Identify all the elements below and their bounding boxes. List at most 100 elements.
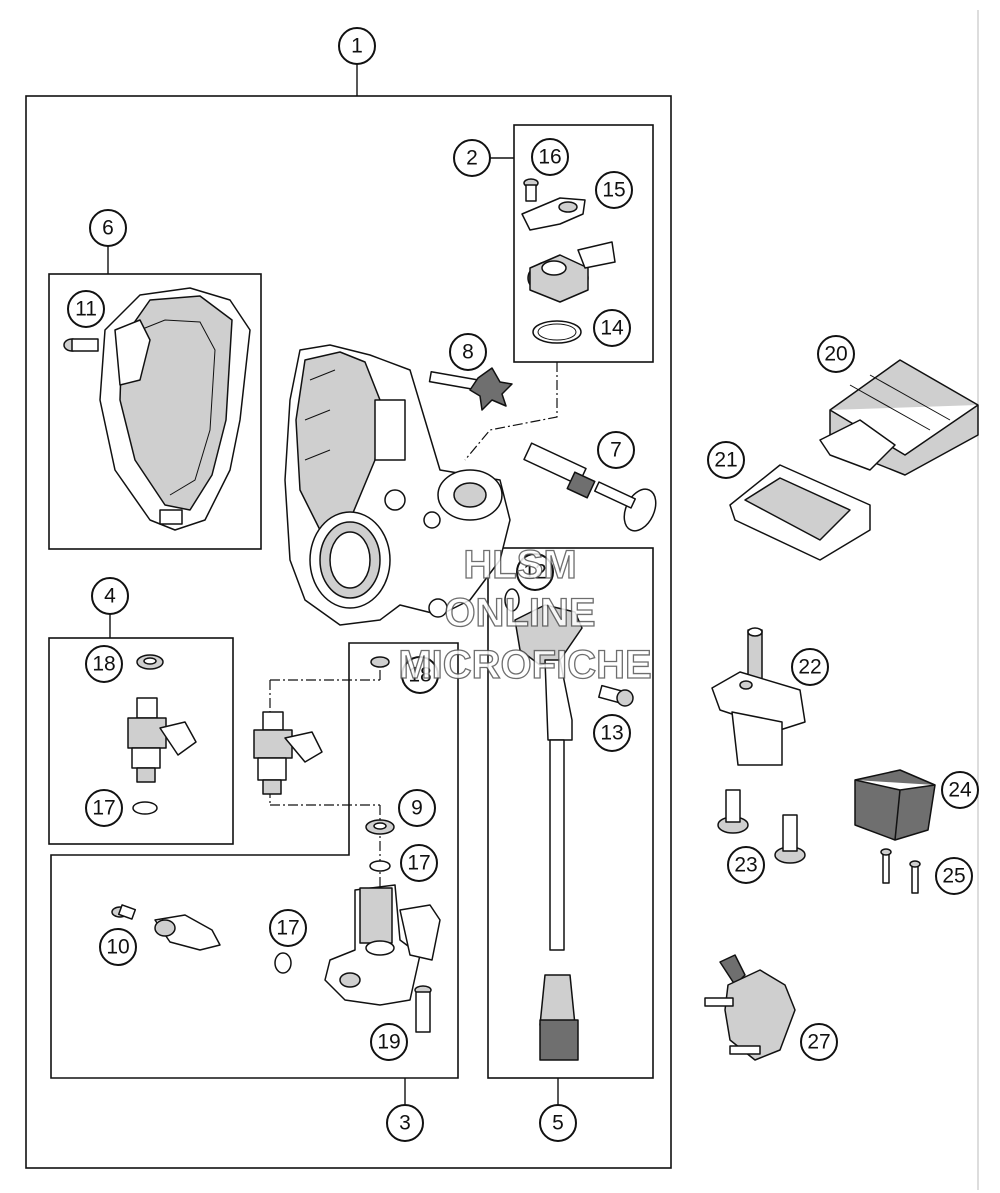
callout-25: 25 (935, 857, 973, 895)
spacer-9-part (365, 819, 395, 835)
screws-23-part (717, 789, 806, 864)
callout-8: 8 (449, 333, 487, 371)
assembly-box-5 (487, 547, 654, 1079)
bypass-valve-7-part (523, 442, 657, 532)
screw-10-part (111, 904, 137, 920)
svg-text:13: 13 (600, 722, 623, 745)
dash-sensor-axis (464, 362, 558, 461)
injector-main-part (253, 711, 323, 795)
o-ring-17-c-part (274, 952, 292, 974)
relay-24-part (854, 769, 936, 841)
svg-text:27: 27 (807, 1031, 830, 1054)
callout-19: 19 (370, 1023, 408, 1061)
svg-text:17: 17 (92, 797, 115, 820)
svg-text:2: 2 (466, 147, 478, 170)
seal-18-part (136, 654, 164, 670)
svg-text:25: 25 (942, 865, 965, 888)
callout-11: 11 (67, 290, 105, 328)
o-ring-17-b-part (369, 860, 391, 872)
svg-text:22: 22 (798, 656, 821, 679)
svg-text:HLSM: HLSM (463, 543, 576, 587)
callout-4: 4 (91, 577, 129, 615)
assembly-box-4 (48, 637, 234, 845)
callout-14: 14 (593, 309, 631, 347)
callout-18-a: 18 (85, 645, 123, 683)
assembly-box-3 (50, 642, 459, 1079)
injector-4-part (127, 697, 197, 783)
callout-24: 24 (941, 771, 979, 809)
assembly-box-6 (48, 273, 262, 550)
callout-22: 22 (791, 648, 829, 686)
callout-1: 1 (338, 27, 376, 65)
svg-text:21: 21 (714, 449, 737, 472)
callout-5: 5 (539, 1104, 577, 1142)
watermark: HLSM ONLINE MICROFICHE (398, 542, 653, 687)
callout-20: 20 (817, 335, 855, 373)
svg-text:12: 12 (523, 561, 546, 584)
svg-text:MICROFICHE: MICROFICHE (398, 643, 651, 687)
svg-text:7: 7 (610, 439, 622, 462)
svg-text:3: 3 (399, 1112, 411, 1135)
svg-text:17: 17 (276, 917, 299, 940)
map-sensor-12-part (504, 588, 583, 741)
svg-text:4: 4 (104, 585, 116, 608)
callout-6: 6 (89, 209, 127, 247)
callout-15: 15 (595, 171, 633, 209)
fuel-connector-10-part (154, 914, 221, 951)
svg-text:18: 18 (408, 664, 431, 687)
svg-text:17: 17 (407, 852, 430, 875)
callout-12: 12 (516, 553, 554, 591)
callout-13: 13 (593, 714, 631, 752)
sensor-cable-part (539, 739, 579, 1061)
callout-17-b: 17 (400, 844, 438, 882)
screw-16-part (523, 178, 539, 202)
ecu-20-part (819, 359, 979, 476)
svg-text:24: 24 (948, 779, 972, 802)
assembly-box-2 (513, 124, 654, 363)
callout-21: 21 (707, 441, 745, 479)
screw-13-part (598, 684, 634, 707)
injector-holder-part (324, 884, 441, 1006)
svg-text:16: 16 (538, 146, 561, 169)
callout-17-c: 17 (269, 909, 307, 947)
clamp-15-part (521, 197, 586, 231)
svg-text:15: 15 (602, 179, 625, 202)
svg-text:23: 23 (734, 854, 757, 877)
svg-text:5: 5 (552, 1112, 564, 1135)
screws-25-part (880, 848, 921, 894)
sensor-22-part (711, 627, 806, 766)
seal-18-upper-part (370, 656, 390, 668)
throttle-position-sensor-14-part (527, 241, 616, 303)
callout-16: 16 (531, 138, 569, 176)
callout-10: 10 (99, 928, 137, 966)
svg-text:9: 9 (411, 797, 423, 820)
callout-23: 23 (727, 846, 765, 884)
callout-17-a: 17 (85, 789, 123, 827)
throttle-cover-part (99, 287, 251, 531)
screw-11-part (63, 338, 99, 352)
o-ring-14-part (532, 320, 582, 344)
ecu-holder-21-part (729, 464, 871, 561)
o-ring-17-part (132, 801, 158, 815)
callout-27: 27 (800, 1023, 838, 1061)
throttle-body-part (284, 344, 511, 626)
svg-text:10: 10 (106, 936, 129, 959)
sensor-27-part (704, 954, 796, 1061)
svg-text:6: 6 (102, 217, 114, 240)
svg-text:19: 19 (377, 1031, 400, 1054)
callout-3: 3 (386, 1104, 424, 1142)
svg-text:11: 11 (75, 298, 97, 321)
assembly-box-1 (25, 95, 672, 1169)
svg-text:20: 20 (824, 343, 847, 366)
callout-2: 2 (453, 139, 491, 177)
svg-text:14: 14 (600, 317, 624, 340)
bolt-19-part (414, 985, 432, 1033)
svg-text:8: 8 (462, 341, 474, 364)
callout-9: 9 (398, 789, 436, 827)
svg-text:1: 1 (351, 35, 363, 58)
callout-18-b: 18 (401, 656, 439, 694)
svg-text:18: 18 (92, 653, 115, 676)
callout-7: 7 (597, 431, 635, 469)
svg-text:ONLINE: ONLINE (444, 591, 595, 635)
